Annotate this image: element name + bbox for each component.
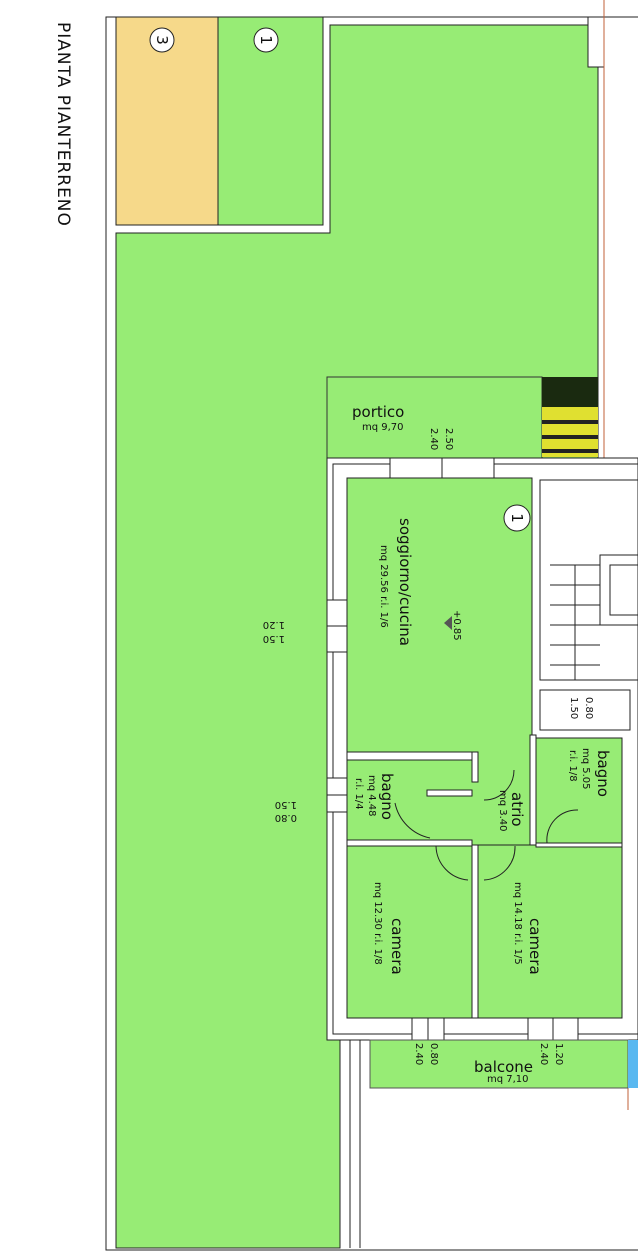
svg-text:2.40: 2.40	[428, 428, 439, 450]
door-swings	[394, 769, 579, 881]
svg-text:2.40: 2.40	[413, 1043, 424, 1065]
balcony-area	[369, 1039, 629, 1089]
portico-label: portico	[352, 403, 404, 421]
soggiorno-area: mq 29.56 r.i. 1/6	[378, 545, 389, 628]
svg-text:1.50: 1.50	[275, 799, 297, 810]
svg-text:1.50: 1.50	[568, 697, 579, 719]
gate-pillar	[587, 16, 605, 68]
bagno2-ri: r.i. 1/8	[567, 750, 578, 782]
camera1-label: camera	[388, 918, 406, 975]
camera1-area: mq 12.30 r.i. 1/8	[372, 882, 383, 965]
soggiorno-label: soggiorno/cucina	[396, 518, 414, 646]
svg-text:1.20: 1.20	[553, 1043, 564, 1065]
marker-3: 3	[149, 27, 175, 53]
window-dimensions: 2.40 2.50 1.50 1.20 1.50 0.80 0.80 1.50 …	[263, 428, 594, 1065]
sheet-frame	[105, 16, 638, 1251]
hedge-plants	[542, 377, 598, 457]
portico-area-label: mq 9,70	[362, 422, 404, 433]
level-value: +0.85	[451, 610, 462, 641]
svg-text:1.50: 1.50	[263, 633, 285, 644]
svg-text:1: 1	[508, 513, 526, 523]
camera2-label: camera	[526, 918, 544, 975]
svg-text:2.50: 2.50	[443, 428, 454, 450]
atrio-area: mq 3.40	[497, 790, 508, 832]
atrio-label: atrio	[508, 792, 526, 827]
svg-text:0.80: 0.80	[428, 1043, 439, 1065]
balcone-area: mq 7,10	[487, 1074, 529, 1085]
portico-area	[326, 376, 543, 459]
svg-text:1: 1	[257, 35, 275, 45]
balcone-label: balcone	[474, 1058, 533, 1076]
camera2-area: mq 14.18 r.i. 1/5	[512, 882, 523, 965]
staircase	[539, 479, 638, 731]
level-marker-icon	[444, 616, 452, 630]
bagno2-label: bagno	[594, 750, 612, 797]
paved-area	[115, 16, 219, 226]
pool-edge	[628, 1040, 638, 1088]
svg-text:0.80: 0.80	[583, 697, 594, 719]
svg-text:1.20: 1.20	[263, 619, 285, 630]
internal-walls	[346, 734, 623, 1019]
bagno1-ri: r.i. 1/4	[353, 778, 364, 810]
bagno2-area: mq 5.05	[580, 748, 591, 790]
marker-1: 1	[253, 27, 279, 53]
bagno1-label: bagno	[378, 773, 396, 820]
windows	[326, 457, 579, 1041]
plan-title: PIANTA PIANTERRENO	[53, 22, 73, 227]
marker-1-living: 1	[503, 504, 531, 532]
garden-lawn	[115, 16, 599, 1249]
svg-text:2.40: 2.40	[538, 1043, 549, 1065]
svg-text:3: 3	[153, 35, 171, 45]
bagno1-area: mq 4.48	[366, 775, 377, 817]
svg-text:0.80: 0.80	[275, 812, 297, 823]
